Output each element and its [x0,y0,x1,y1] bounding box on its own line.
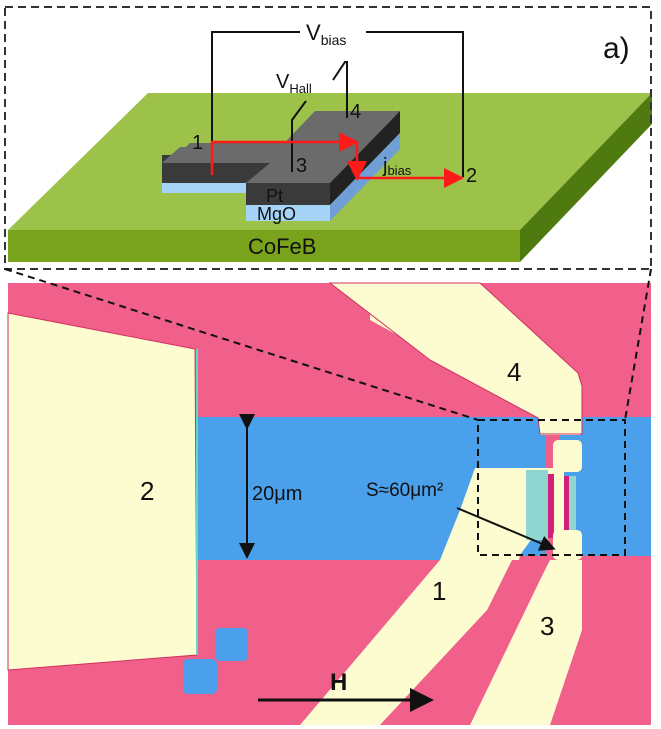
v-hall-label: VHall [276,71,312,96]
micro-contact-2-label: 2 [140,476,154,506]
pt-bar-front [246,183,330,205]
terminal-2-label: 2 [466,165,477,187]
pt-arm-front-2 [162,163,270,183]
contact-lead-3 [470,560,582,725]
micrograph-panel: 2 4 1 3 20μm S≈60μm² H [4,268,652,725]
j-bias-label: jbias [382,155,412,178]
pt-arm-top-2 [162,147,272,163]
area-pointer-arrow [456,507,556,551]
terminal-3-label: 3 [296,155,307,177]
field-label: H [330,669,347,696]
micro-contact-3-label: 3 [540,611,554,641]
pink-strip [430,560,540,725]
mgo-arm-front-2 [162,183,246,193]
contact-lead-4-cover [328,282,583,435]
device-magenta-strip [548,474,554,538]
terminal-4-label: 4 [350,101,361,123]
v-bias-wire [211,31,300,175]
pt-bar-side [330,111,400,205]
v-bias-wire-right [366,31,464,177]
zoom-connector-right [624,268,652,421]
mgo-bar-front [246,205,330,221]
pink-strip-right [560,560,651,725]
mgo-label: MgO [257,204,296,224]
width-annotation: 20μm [252,483,302,505]
schematic-panel: CoFeB Pt MgO Vbias VHall 1 2 3 4 [4,6,652,270]
device-top-pad [553,440,582,472]
v-hall-wire-3 [291,100,307,172]
schematic-dashed-frame [4,6,652,270]
v-bias-label: Vbias [306,20,346,48]
cofeb-side-face [520,93,652,262]
contact-pad-2 [7,312,198,671]
zoom-connector-left [4,268,479,421]
micro-contact-4-label: 4 [507,357,521,387]
pt-label: Pt [266,186,283,206]
terminal-1-label: 1 [192,132,203,154]
area-annotation: S≈60μm² [366,480,443,501]
contact-lead-1 [300,468,560,725]
device-teal-left [526,470,548,540]
v-hall-wire-4 [332,61,348,118]
alignment-mark-1 [215,628,248,661]
micro-contact-1-label: 1 [432,576,446,606]
cofeb-front-face [8,230,520,262]
device-bottom-pad [553,530,582,560]
zoom-region-box [477,419,626,556]
device-teal-right [569,476,576,534]
device-cream-bar [554,460,564,550]
device-magenta-right [564,476,569,534]
panel-label: a) [603,32,630,65]
alignment-mark-2 [183,659,217,694]
current-path-arrow [210,132,359,175]
cofeb-label: CoFeB [248,234,316,259]
